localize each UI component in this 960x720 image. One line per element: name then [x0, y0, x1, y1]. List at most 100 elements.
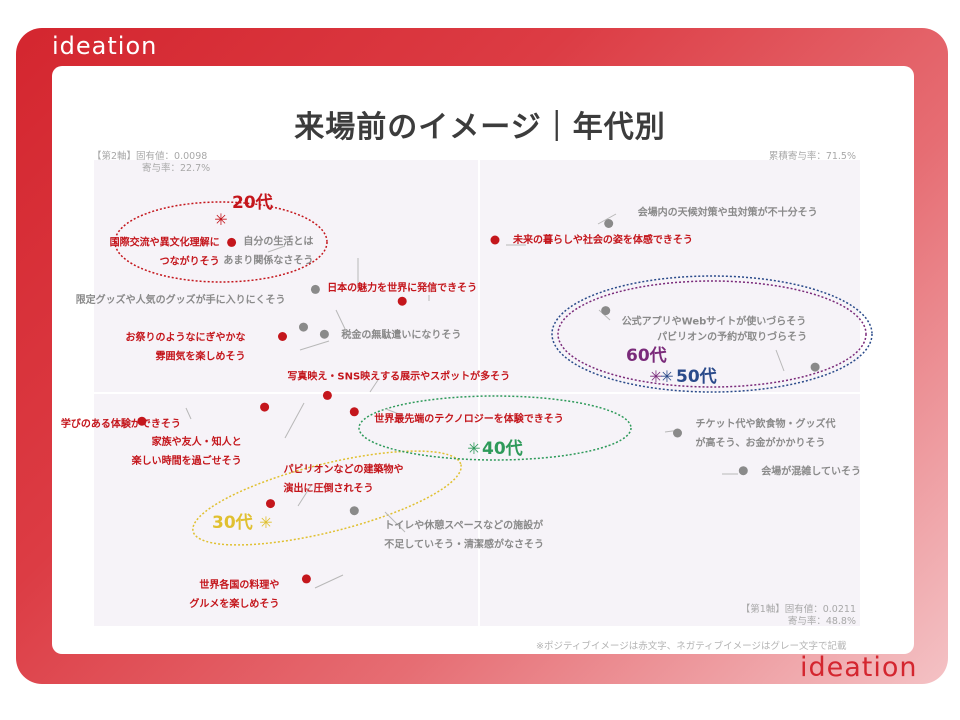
scatter-point [260, 402, 270, 412]
point-label: 写真映え・SNS映えする展示やスポットが多そう [287, 369, 510, 382]
marker-50s: ✳ [660, 367, 673, 386]
leader-line [597, 213, 617, 225]
scatter-point [310, 284, 320, 294]
scatter-point [319, 329, 329, 339]
scatter-point [266, 499, 275, 509]
scatter-point [301, 574, 311, 584]
scatter-point [227, 237, 237, 247]
point-label: パビリオンなどの建築物や演出に圧倒されそう [284, 463, 404, 495]
scatter-point [349, 506, 359, 516]
point-label-line: 雰囲気を楽しめそう [156, 350, 246, 363]
point-label-line: 国際交流や異文化理解に [110, 235, 220, 248]
point-label-line: お祭りのようなにぎやかな [126, 331, 246, 344]
ideation-logo-top: ideation [52, 32, 158, 60]
point-label: 税金の無駄遣いになりそう [341, 328, 461, 341]
ellipse-60s-inner [557, 280, 867, 388]
point-label-line: パビリオンなどの建築物や [284, 463, 404, 476]
leader-line [335, 309, 347, 332]
point-label-line: あまり関係なさそう [223, 253, 313, 266]
point-label-line: 演出に圧倒されそう [284, 482, 374, 495]
point-label: 世界最先端のテクノロジーを体験できそう [374, 412, 563, 425]
leader-line [267, 245, 286, 253]
scatter-point [137, 416, 147, 426]
leader-line [299, 340, 330, 351]
group-label-30s: 30代 [212, 512, 253, 533]
scatter-point [738, 466, 748, 476]
leader-line [384, 511, 406, 533]
points-layer: 国際交流や異文化理解につながりそう自分の生活とはあまり関係なさそう限定グッズや人… [61, 206, 861, 610]
scatter-point [604, 219, 614, 228]
leader-line [598, 309, 611, 321]
axis1-contribution: 寄与率：48.8% [787, 616, 856, 627]
point-label: 学びのある体験ができそう [61, 417, 181, 430]
scatter-point [322, 390, 332, 400]
point-label: 国際交流や異文化理解につながりそう [110, 235, 220, 267]
point-label: 会場が混雑していそう [761, 465, 861, 478]
scatter-point [278, 332, 287, 341]
axis1-eigenvalue: 【第1軸】固有値：0.0211 [740, 604, 856, 615]
point-label-line: 自分の生活とは [243, 234, 313, 247]
point-label-line: 日本の魅力を世界に発信できそう [327, 281, 477, 294]
scatter-point [349, 407, 359, 417]
axis2-eigenvalue: 【第2軸】固有値：0.0098 [92, 151, 208, 162]
point-label-line: グルメを楽しめそう [189, 597, 279, 610]
point-label: チケット代や飲食物・グッズ代が高そう、お金がかかりそう [696, 417, 836, 449]
point-label-line: チケット代や飲食物・グッズ代 [696, 417, 836, 430]
leader-line [297, 483, 313, 507]
marker-60s: ✳ [649, 367, 662, 386]
point-label: 公式アプリやWebサイトが使いづらそう [622, 315, 807, 328]
leader-line [385, 408, 405, 417]
legend-footnote: ※ポジティブイメージは赤文字、ネガティブイメージはグレー文字で記載 [536, 641, 847, 652]
point-label-line: つながりそう [160, 254, 220, 267]
point-label-line: 世界各国の料理や [199, 578, 279, 591]
point-label-line: 写真映え・SNS映えする展示やスポットが多そう [287, 369, 510, 382]
point-label-line: 会場内の天候対策や虫対策が不十分そう [638, 206, 818, 219]
leader-line [775, 349, 785, 372]
point-label: パビリオンの予約が取りづらそう [657, 330, 807, 343]
point-label-line: 家族や友人・知人と [152, 435, 242, 448]
ellipse-40s [358, 395, 632, 461]
point-label-line: 未来の暮らしや社会の姿を体感できそう [512, 233, 693, 246]
ellipse-50s-outer [551, 275, 873, 393]
group-label-40s: 40代 [482, 438, 523, 459]
point-label-line: パビリオンの予約が取りづらそう [657, 330, 807, 343]
point-label-line: 学びのある体験ができそう [61, 417, 181, 430]
group-label-60s: 60代 [626, 345, 667, 366]
marker-40s: ✳ [467, 439, 480, 458]
marker-20s: ✳ [214, 210, 227, 229]
scatter-point [490, 235, 500, 245]
ideation-logo-bottom: ideation [800, 652, 918, 683]
axis2-contribution: 寄与率：22.7% [142, 163, 211, 174]
leader-line [369, 379, 379, 393]
point-label: 自分の生活とはあまり関係なさそう [223, 234, 313, 266]
leader-lines [185, 213, 785, 589]
ellipse-30s [192, 450, 462, 546]
group-label-50s: 50代 [676, 366, 717, 387]
marker-30s: ✳ [259, 513, 272, 532]
point-label: 世界各国の料理やグルメを楽しめそう [189, 578, 279, 610]
point-label-line: 会場が混雑していそう [761, 465, 861, 478]
point-label: 日本の魅力を世界に発信できそう [327, 281, 477, 294]
point-label-line: 世界最先端のテクノロジーを体験できそう [374, 412, 563, 425]
point-label: 未来の暮らしや社会の姿を体感できそう [512, 233, 693, 246]
point-label: お祭りのようなにぎやかな雰囲気を楽しめそう [126, 331, 246, 363]
scatter-point [397, 296, 407, 306]
ellipse-20s [114, 201, 328, 283]
leader-line [185, 407, 192, 420]
point-label: トイレや休憩スペースなどの施設が不足していそう・清潔感がなさそう [384, 519, 544, 551]
point-label: 会場内の天候対策や虫対策が不十分そう [638, 206, 818, 219]
scatter-point [810, 362, 820, 372]
scatter-point [299, 322, 308, 332]
cumulative-contribution: 累積寄与率：71.5% [768, 151, 856, 162]
point-label-line: 楽しい時間を過ごせそう [131, 454, 242, 467]
group-label-20s: 20代 [232, 192, 273, 213]
point-label: 家族や友人・知人と楽しい時間を過ごせそう [131, 435, 242, 467]
scatter-point [601, 306, 611, 316]
point-label-line: トイレや休憩スペースなどの施設が [384, 519, 544, 532]
page-title: 来場前のイメージ｜年代別 [294, 110, 666, 145]
point-label-line: 公式アプリやWebサイトが使いづらそう [622, 315, 807, 328]
point-label-line: が高そう、お金がかかりそう [696, 436, 826, 449]
point-label: 限定グッズや人気のグッズが手に入りにくそう [76, 293, 286, 306]
leader-line [314, 574, 344, 589]
